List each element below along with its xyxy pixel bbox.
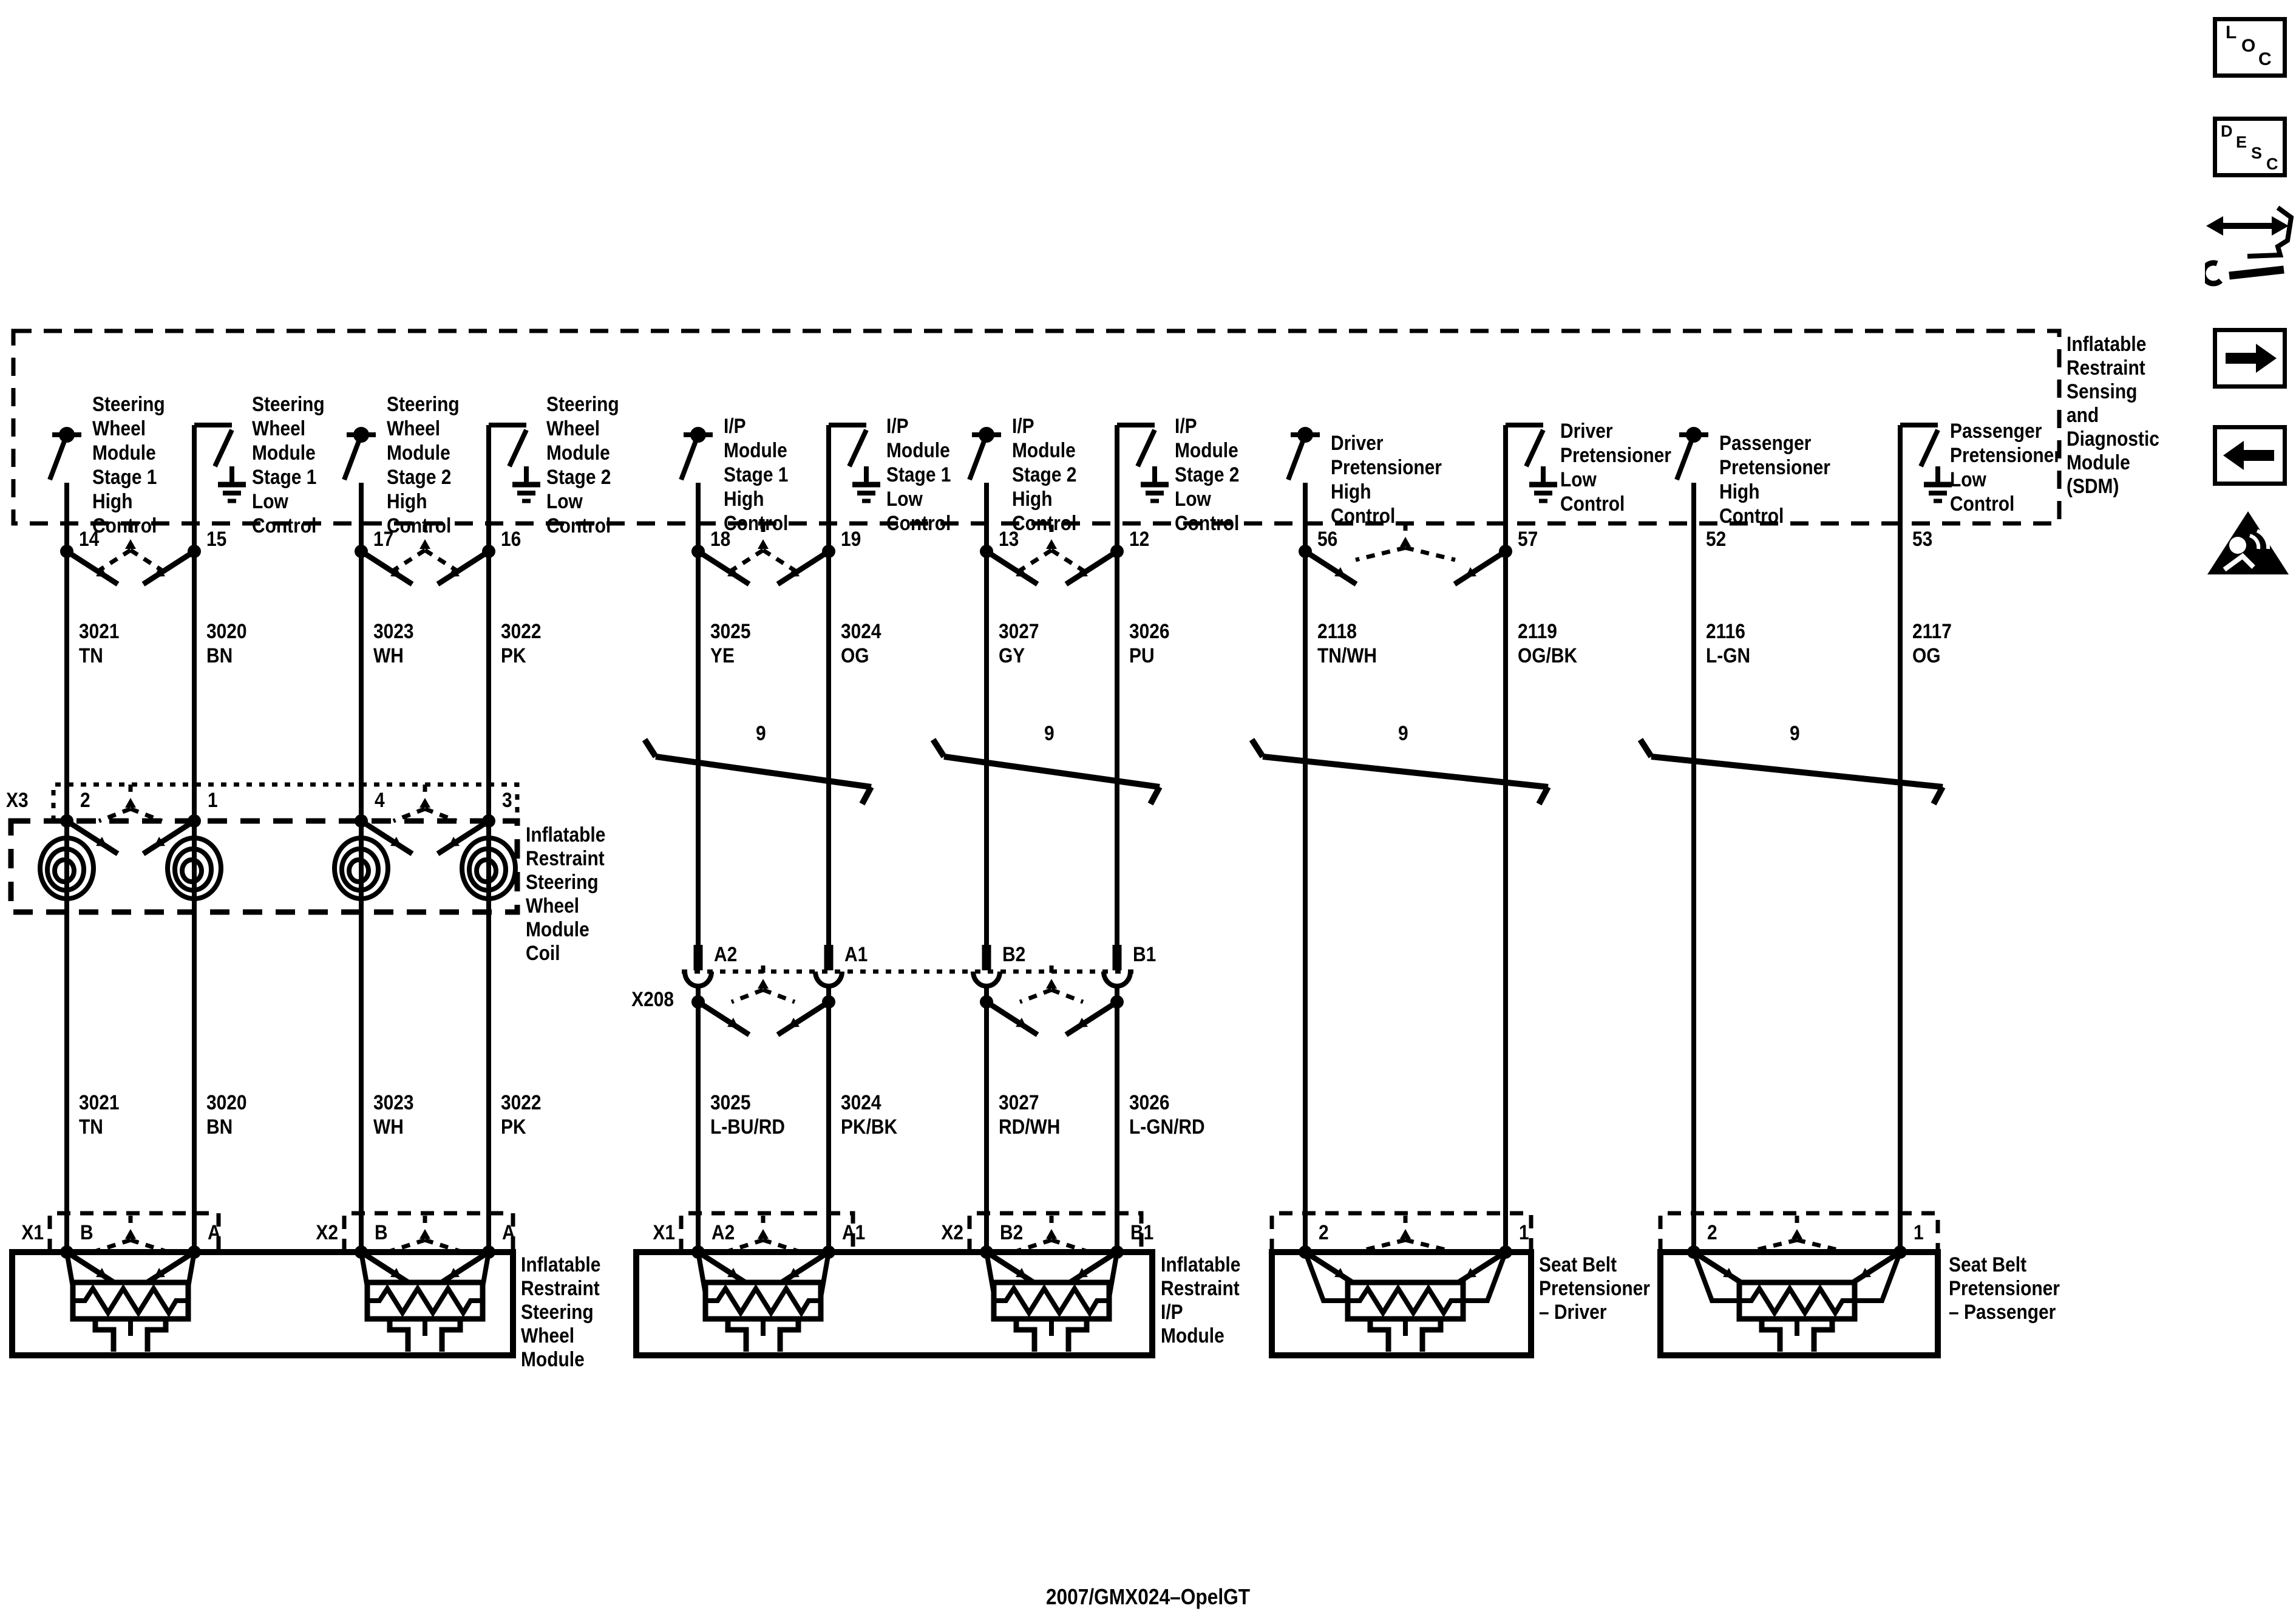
- connector-pin: 3: [502, 789, 512, 812]
- channel-label: I/P Module Stage 2 Low Control: [1175, 415, 1240, 535]
- pin-number: 14: [79, 528, 100, 551]
- harness-number: 9: [1044, 722, 1055, 745]
- wire-label: 3020 BN: [206, 620, 247, 667]
- wire-label: 3022 PK: [501, 1091, 542, 1139]
- wire-label: 3022 PK: [501, 620, 542, 667]
- harness-number: 9: [756, 722, 766, 745]
- wire-label: 2119 OG/BK: [1518, 620, 1578, 667]
- module-label: Inflatable Restraint Steering Wheel Modu…: [521, 1253, 601, 1371]
- pin-number: 19: [841, 528, 861, 551]
- wire-label: 3027 RD/WH: [999, 1091, 1061, 1139]
- connector-pin: A: [502, 1221, 515, 1244]
- desc-letter: C: [2266, 155, 2278, 173]
- wire-label: 3026 PU: [1129, 620, 1170, 667]
- channel-label: Driver Pretensioner High Control: [1331, 432, 1442, 528]
- connector-pin: 2: [1319, 1221, 1329, 1244]
- channel-label: Passenger Pretensioner Low Control: [1950, 420, 2061, 516]
- pin-number: 18: [710, 528, 731, 551]
- pin-number: 13: [999, 528, 1019, 551]
- wire-label: 3027 GY: [999, 620, 1039, 667]
- connector-pin: 2: [1707, 1221, 1717, 1244]
- connector-name-x3: X3: [6, 789, 29, 812]
- connector-pin: 2: [80, 789, 90, 812]
- loc-letter: C: [2258, 49, 2272, 69]
- loc-letter: L: [2226, 22, 2237, 43]
- desc-letter: E: [2236, 133, 2247, 151]
- wire-label: 3025 YE: [710, 620, 751, 667]
- connector-pin: A1: [844, 943, 868, 966]
- channel-label: Steering Wheel Module Stage 1 High Contr…: [92, 393, 165, 537]
- desc-letter: D: [2221, 122, 2233, 140]
- channel-label: I/P Module Stage 2 High Control: [1012, 415, 1077, 535]
- diagram-caption: 2007/GMX024–OpelGT: [1045, 1584, 1251, 1609]
- coil-module-label: Inflatable Restraint Steering Wheel Modu…: [526, 823, 606, 965]
- channel-label: Driver Pretensioner Low Control: [1560, 420, 1671, 516]
- channel-label: Passenger Pretensioner High Control: [1719, 432, 1830, 528]
- channel-label: Steering Wheel Module Stage 2 Low Contro…: [546, 393, 619, 537]
- connector-pin: B2: [1000, 1221, 1024, 1244]
- module-label: Inflatable Restraint I/P Module: [1161, 1253, 1241, 1347]
- channel-label: I/P Module Stage 1 High Control: [724, 415, 789, 535]
- wire-label: 3023 WH: [373, 1091, 414, 1139]
- wire-label: 3021 TN: [79, 1091, 120, 1139]
- wire-label: 2118 TN/WH: [1317, 620, 1377, 667]
- connector-name-x208: X208: [631, 988, 674, 1011]
- module-label: Seat Belt Pretensioner – Driver: [1539, 1253, 1650, 1324]
- pin-number: 12: [1129, 528, 1150, 551]
- connector-name: X2: [941, 1221, 963, 1244]
- connector-pin: 1: [1519, 1221, 1529, 1244]
- wire-label: 3025 L-BU/RD: [710, 1091, 785, 1139]
- connector-name: X1: [653, 1221, 675, 1244]
- channel-label: I/P Module Stage 1 Low Control: [886, 415, 951, 535]
- channel-label: Steering Wheel Module Stage 2 High Contr…: [387, 393, 460, 537]
- connector-pin: B1: [1133, 943, 1156, 966]
- pin-number: 15: [206, 528, 227, 551]
- wire-label: 3024 OG: [841, 620, 881, 667]
- exchange-wrench-icon[interactable]: [2205, 204, 2296, 289]
- connector-pin: A2: [712, 1221, 735, 1244]
- forward-arrow-button[interactable]: [2213, 328, 2287, 389]
- connector-pin: B1: [1130, 1221, 1154, 1244]
- wire-label: 3024 PK/BK: [841, 1091, 898, 1139]
- module-label: Seat Belt Pretensioner – Passenger: [1949, 1253, 2060, 1324]
- sdm-label: Inflatable Restraint Sensing and Diagnos…: [2067, 333, 2159, 498]
- airbag-warning-icon[interactable]: [2204, 509, 2292, 577]
- connector-pin: A2: [714, 943, 738, 966]
- pin-number: 53: [1912, 528, 1933, 551]
- connector-pin: 4: [375, 789, 385, 812]
- pin-number: 52: [1706, 528, 1727, 551]
- wire-label: 2116 L-GN: [1706, 620, 1751, 667]
- wire-label: 3026 L-GN/RD: [1129, 1091, 1205, 1139]
- desc-letter: S: [2251, 144, 2263, 162]
- back-arrow-button[interactable]: [2213, 425, 2287, 486]
- connector-pin: A1: [842, 1221, 866, 1244]
- harness-number: 9: [1398, 722, 1408, 745]
- connector-pin: 1: [1914, 1221, 1924, 1244]
- connector-pin: A: [208, 1221, 221, 1244]
- wire-label: 2117 OG: [1912, 620, 1952, 667]
- harness-number: 9: [1790, 722, 1800, 745]
- loc-button[interactable]: L O C: [2213, 17, 2287, 78]
- pin-number: 16: [501, 528, 521, 551]
- pin-number: 17: [373, 528, 394, 551]
- pin-number: 57: [1518, 528, 1538, 551]
- pin-number: 56: [1317, 528, 1338, 551]
- connector-name: X1: [21, 1221, 44, 1244]
- connector-pin: 1: [208, 789, 218, 812]
- connector-pin: B: [375, 1221, 388, 1244]
- connector-pin: B2: [1002, 943, 1026, 966]
- wire-label: 3020 BN: [206, 1091, 247, 1139]
- channel-label: Steering Wheel Module Stage 1 Low Contro…: [252, 393, 325, 537]
- desc-button[interactable]: D E S C: [2213, 117, 2287, 177]
- wire-label: 3023 WH: [373, 620, 414, 667]
- connector-name: X2: [316, 1221, 338, 1244]
- connector-pin: B: [80, 1221, 93, 1244]
- wire-label: 3021 TN: [79, 620, 120, 667]
- loc-letter: O: [2241, 36, 2256, 56]
